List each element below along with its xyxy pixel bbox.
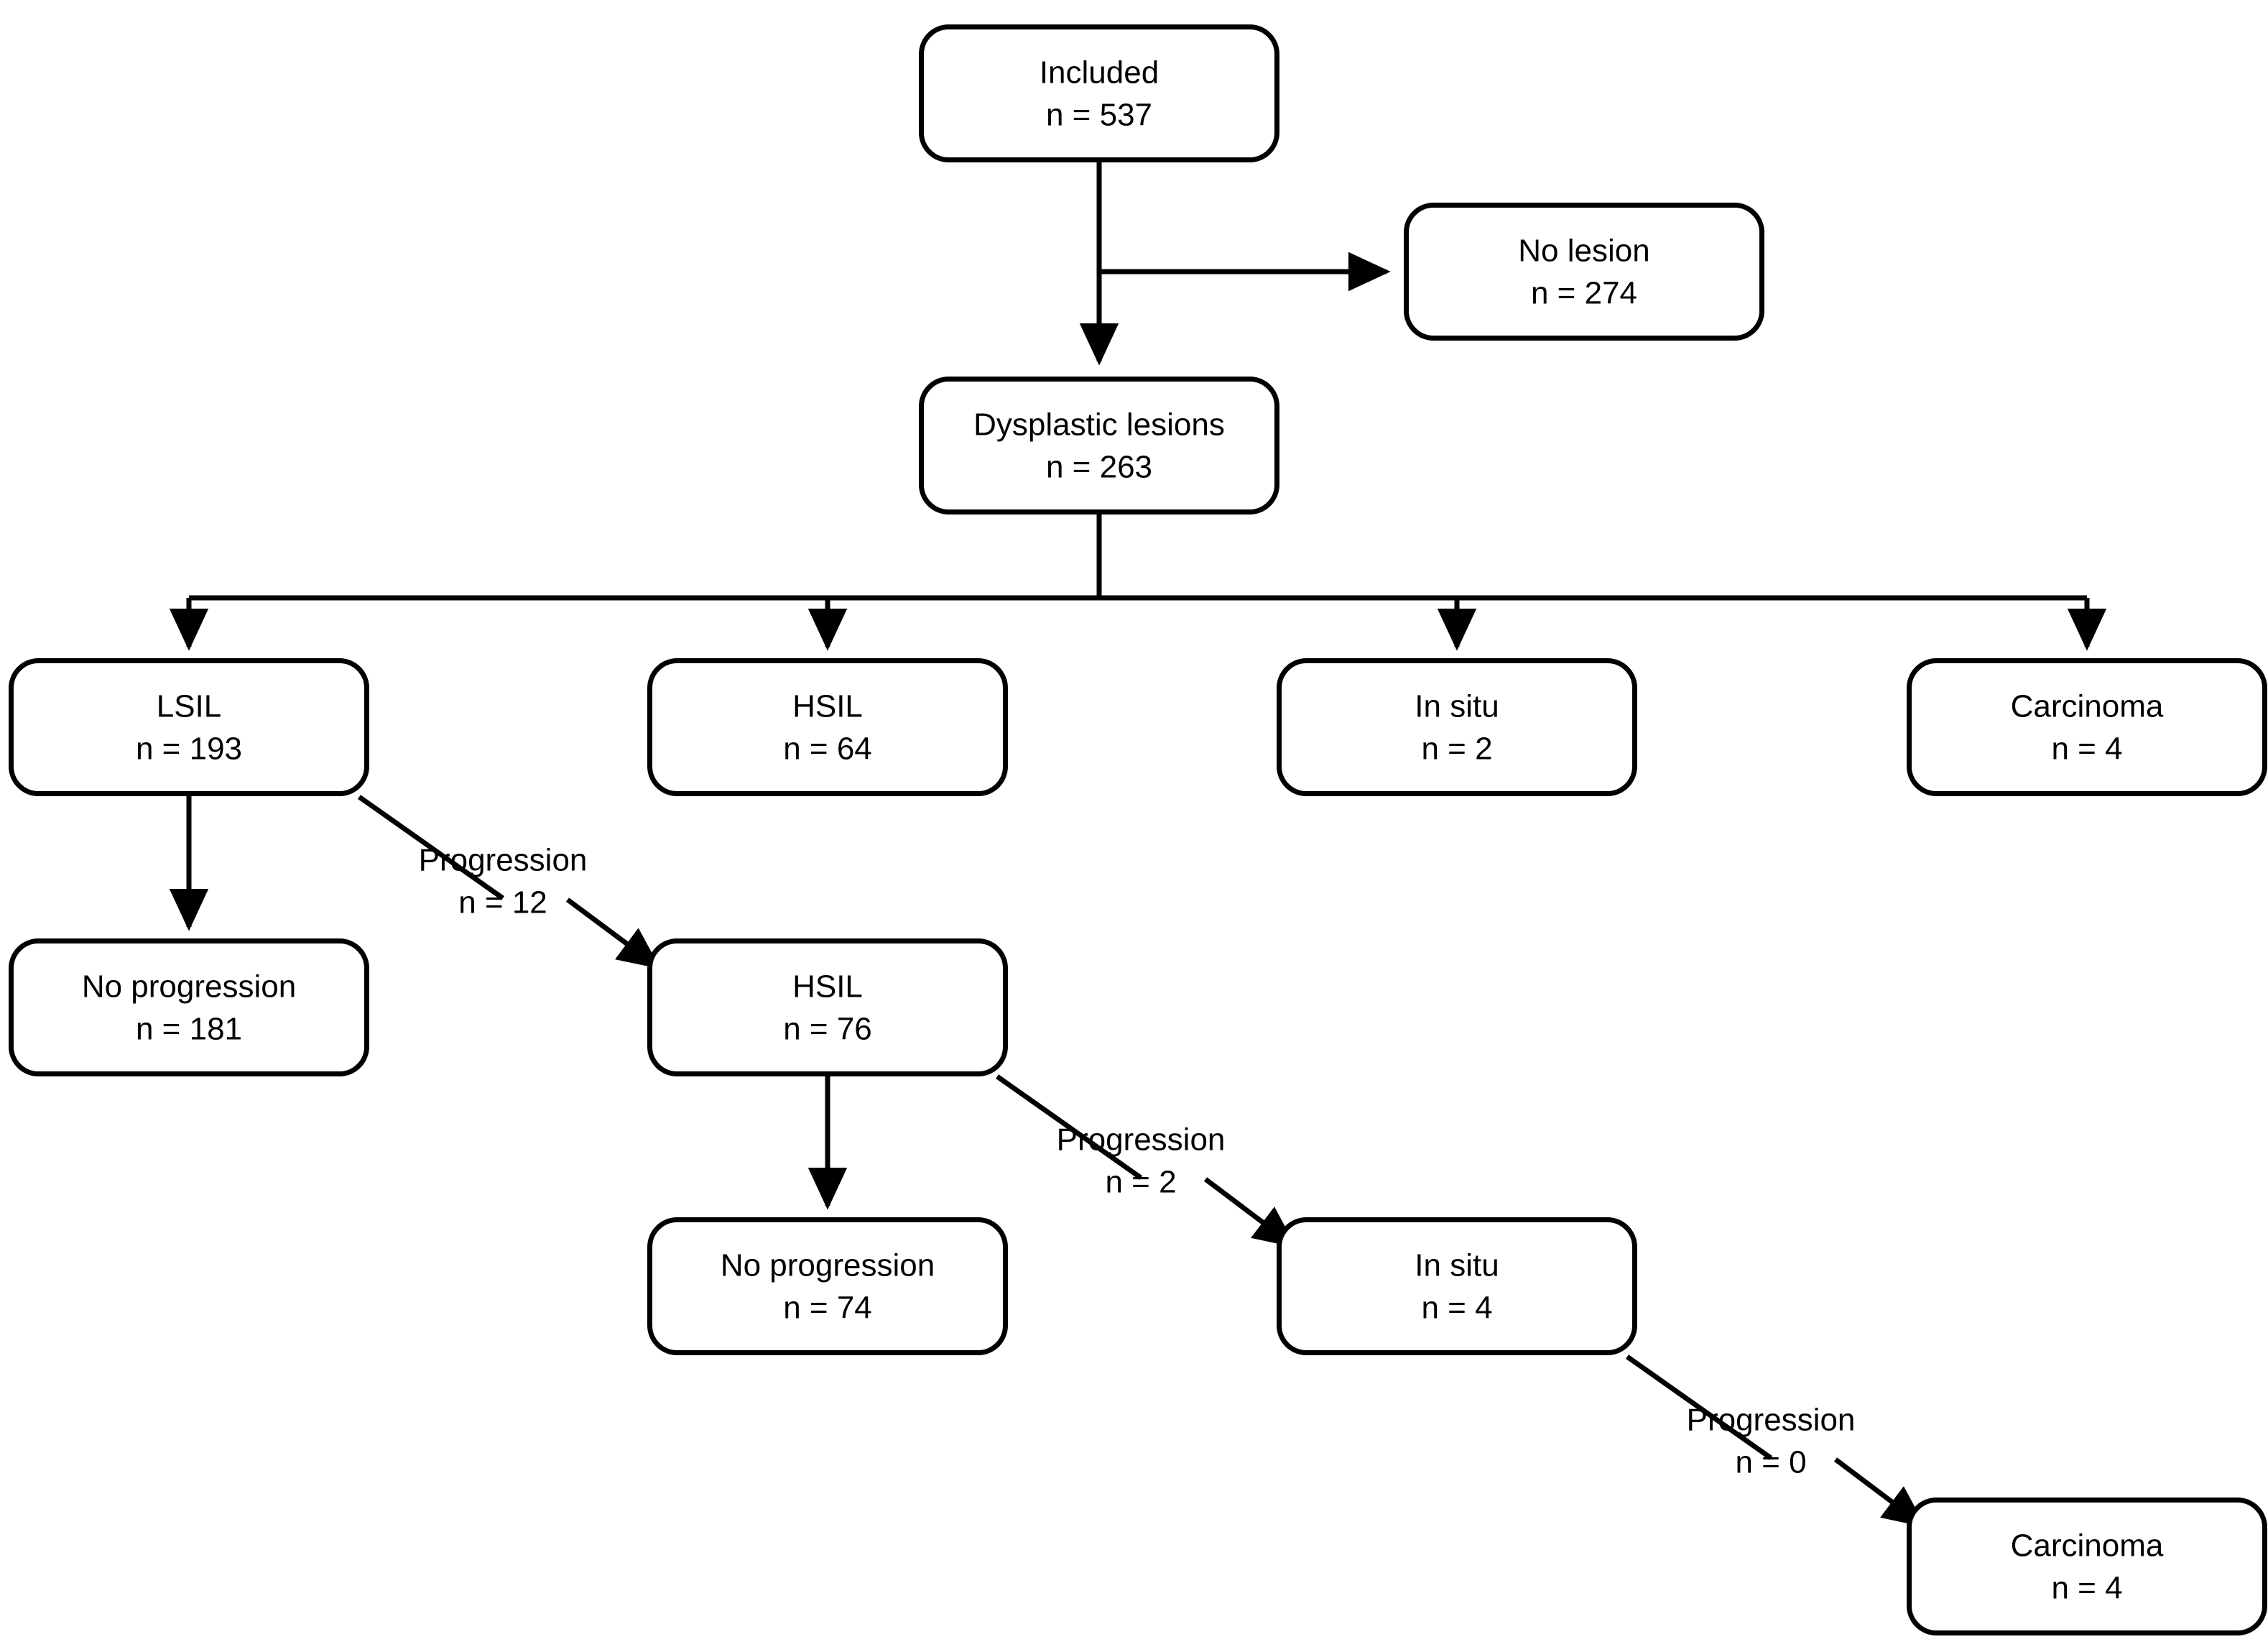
node-hsil-progressed[interactable]: HSIL n = 76 — [647, 938, 1008, 1076]
connector-layer — [169, 160, 2107, 1528]
node-in-situ-baseline-count: n = 2 — [1421, 732, 1492, 767]
node-in-situ-baseline-box[interactable] — [1277, 658, 1637, 796]
edge-lsil-to-hsil-segment-b — [565, 897, 661, 969]
edge-in-situ2-to-carcinoma-segment-a — [1625, 1355, 1773, 1460]
node-in-situ-progressed-label: In situ — [1415, 1248, 1499, 1283]
edge-hsil2-to-in-situ-segment-b — [1203, 1177, 1297, 1248]
node-no-lesion-label: No lesion — [1518, 234, 1649, 269]
node-no-progression-lsil[interactable]: No progression n = 181 — [9, 938, 369, 1076]
node-hsil-progressed-label: HSIL — [792, 969, 863, 1005]
node-carcinoma-baseline-label: Carcinoma — [2011, 689, 2164, 724]
node-no-progression-lsil-box[interactable] — [9, 938, 369, 1076]
node-no-lesion-count: n = 274 — [1531, 276, 1637, 311]
node-included-box[interactable] — [919, 24, 1279, 162]
node-lsil[interactable]: LSIL n = 193 — [9, 658, 369, 796]
node-carcinoma-progressed-count: n = 4 — [2051, 1571, 2122, 1606]
edge-label-progression-hsil-label: Progression — [1057, 1122, 1226, 1158]
edge-label-progression-hsil-count: n = 2 — [1105, 1165, 1176, 1200]
node-dysplastic-lesions-label: Dysplastic lesions — [973, 407, 1225, 443]
node-in-situ-progressed-count: n = 4 — [1421, 1291, 1492, 1326]
node-in-situ-baseline[interactable]: In situ n = 2 — [1277, 658, 1637, 796]
edge-label-progression-lsil-label: Progression — [419, 843, 588, 878]
node-carcinoma-baseline[interactable]: Carcinoma n = 4 — [1907, 658, 2267, 796]
node-included-count: n = 537 — [1046, 98, 1152, 133]
node-hsil-baseline[interactable]: HSIL n = 64 — [647, 658, 1008, 796]
edge-label-progression-lsil-count: n = 12 — [458, 885, 547, 920]
node-dysplastic-lesions-box[interactable] — [919, 377, 1279, 514]
node-in-situ-progressed-box[interactable] — [1277, 1217, 1637, 1355]
edge-hsil2-to-in-situ-segment-a — [995, 1074, 1143, 1180]
node-hsil-progressed-box[interactable] — [647, 938, 1008, 1076]
node-dysplastic-lesions[interactable]: Dysplastic lesions n = 263 — [919, 377, 1279, 514]
node-hsil-baseline-box[interactable] — [647, 658, 1008, 796]
node-carcinoma-progressed-box[interactable] — [1907, 1498, 2267, 1635]
node-in-situ-progressed[interactable]: In situ n = 4 — [1277, 1217, 1637, 1355]
node-no-progression-lsil-label: No progression — [82, 969, 296, 1005]
node-carcinoma-progressed[interactable]: Carcinoma n = 4 — [1907, 1498, 2267, 1635]
node-no-progression-hsil-box[interactable] — [647, 1217, 1008, 1355]
node-no-progression-lsil-count: n = 181 — [136, 1012, 242, 1047]
edge-label-progression-hsil: Progression n = 2 — [1057, 1122, 1226, 1200]
node-carcinoma-baseline-box[interactable] — [1907, 658, 2267, 796]
node-lsil-count: n = 193 — [136, 732, 242, 767]
edge-label-progression-in-situ-label: Progression — [1687, 1403, 1856, 1438]
node-hsil-baseline-count: n = 64 — [783, 732, 872, 767]
node-no-progression-hsil-label: No progression — [721, 1248, 935, 1283]
edge-label-progression-lsil: Progression n = 12 — [419, 843, 588, 920]
node-hsil-progressed-count: n = 76 — [783, 1012, 872, 1047]
node-no-lesion-box[interactable] — [1404, 203, 1764, 341]
node-included-label: Included — [1040, 55, 1159, 91]
node-dysplastic-lesions-count: n = 263 — [1046, 450, 1152, 485]
node-lsil-label: LSIL — [157, 689, 222, 724]
node-lsil-box[interactable] — [9, 658, 369, 796]
edge-in-situ2-to-carcinoma-segment-b — [1833, 1457, 1926, 1528]
node-carcinoma-progressed-label: Carcinoma — [2011, 1528, 2164, 1564]
node-carcinoma-baseline-count: n = 4 — [2051, 732, 2122, 767]
node-no-progression-hsil[interactable]: No progression n = 74 — [647, 1217, 1008, 1355]
node-no-lesion[interactable]: No lesion n = 274 — [1404, 203, 1764, 341]
node-no-progression-hsil-count: n = 74 — [783, 1291, 872, 1326]
node-in-situ-baseline-label: In situ — [1415, 689, 1499, 724]
edge-label-progression-in-situ-count: n = 0 — [1735, 1445, 1806, 1480]
node-hsil-baseline-label: HSIL — [792, 689, 863, 724]
edge-label-progression-in-situ: Progression n = 0 — [1687, 1403, 1856, 1480]
node-included[interactable]: Included n = 537 — [919, 24, 1279, 162]
edge-lsil-to-hsil-segment-a — [357, 795, 505, 900]
